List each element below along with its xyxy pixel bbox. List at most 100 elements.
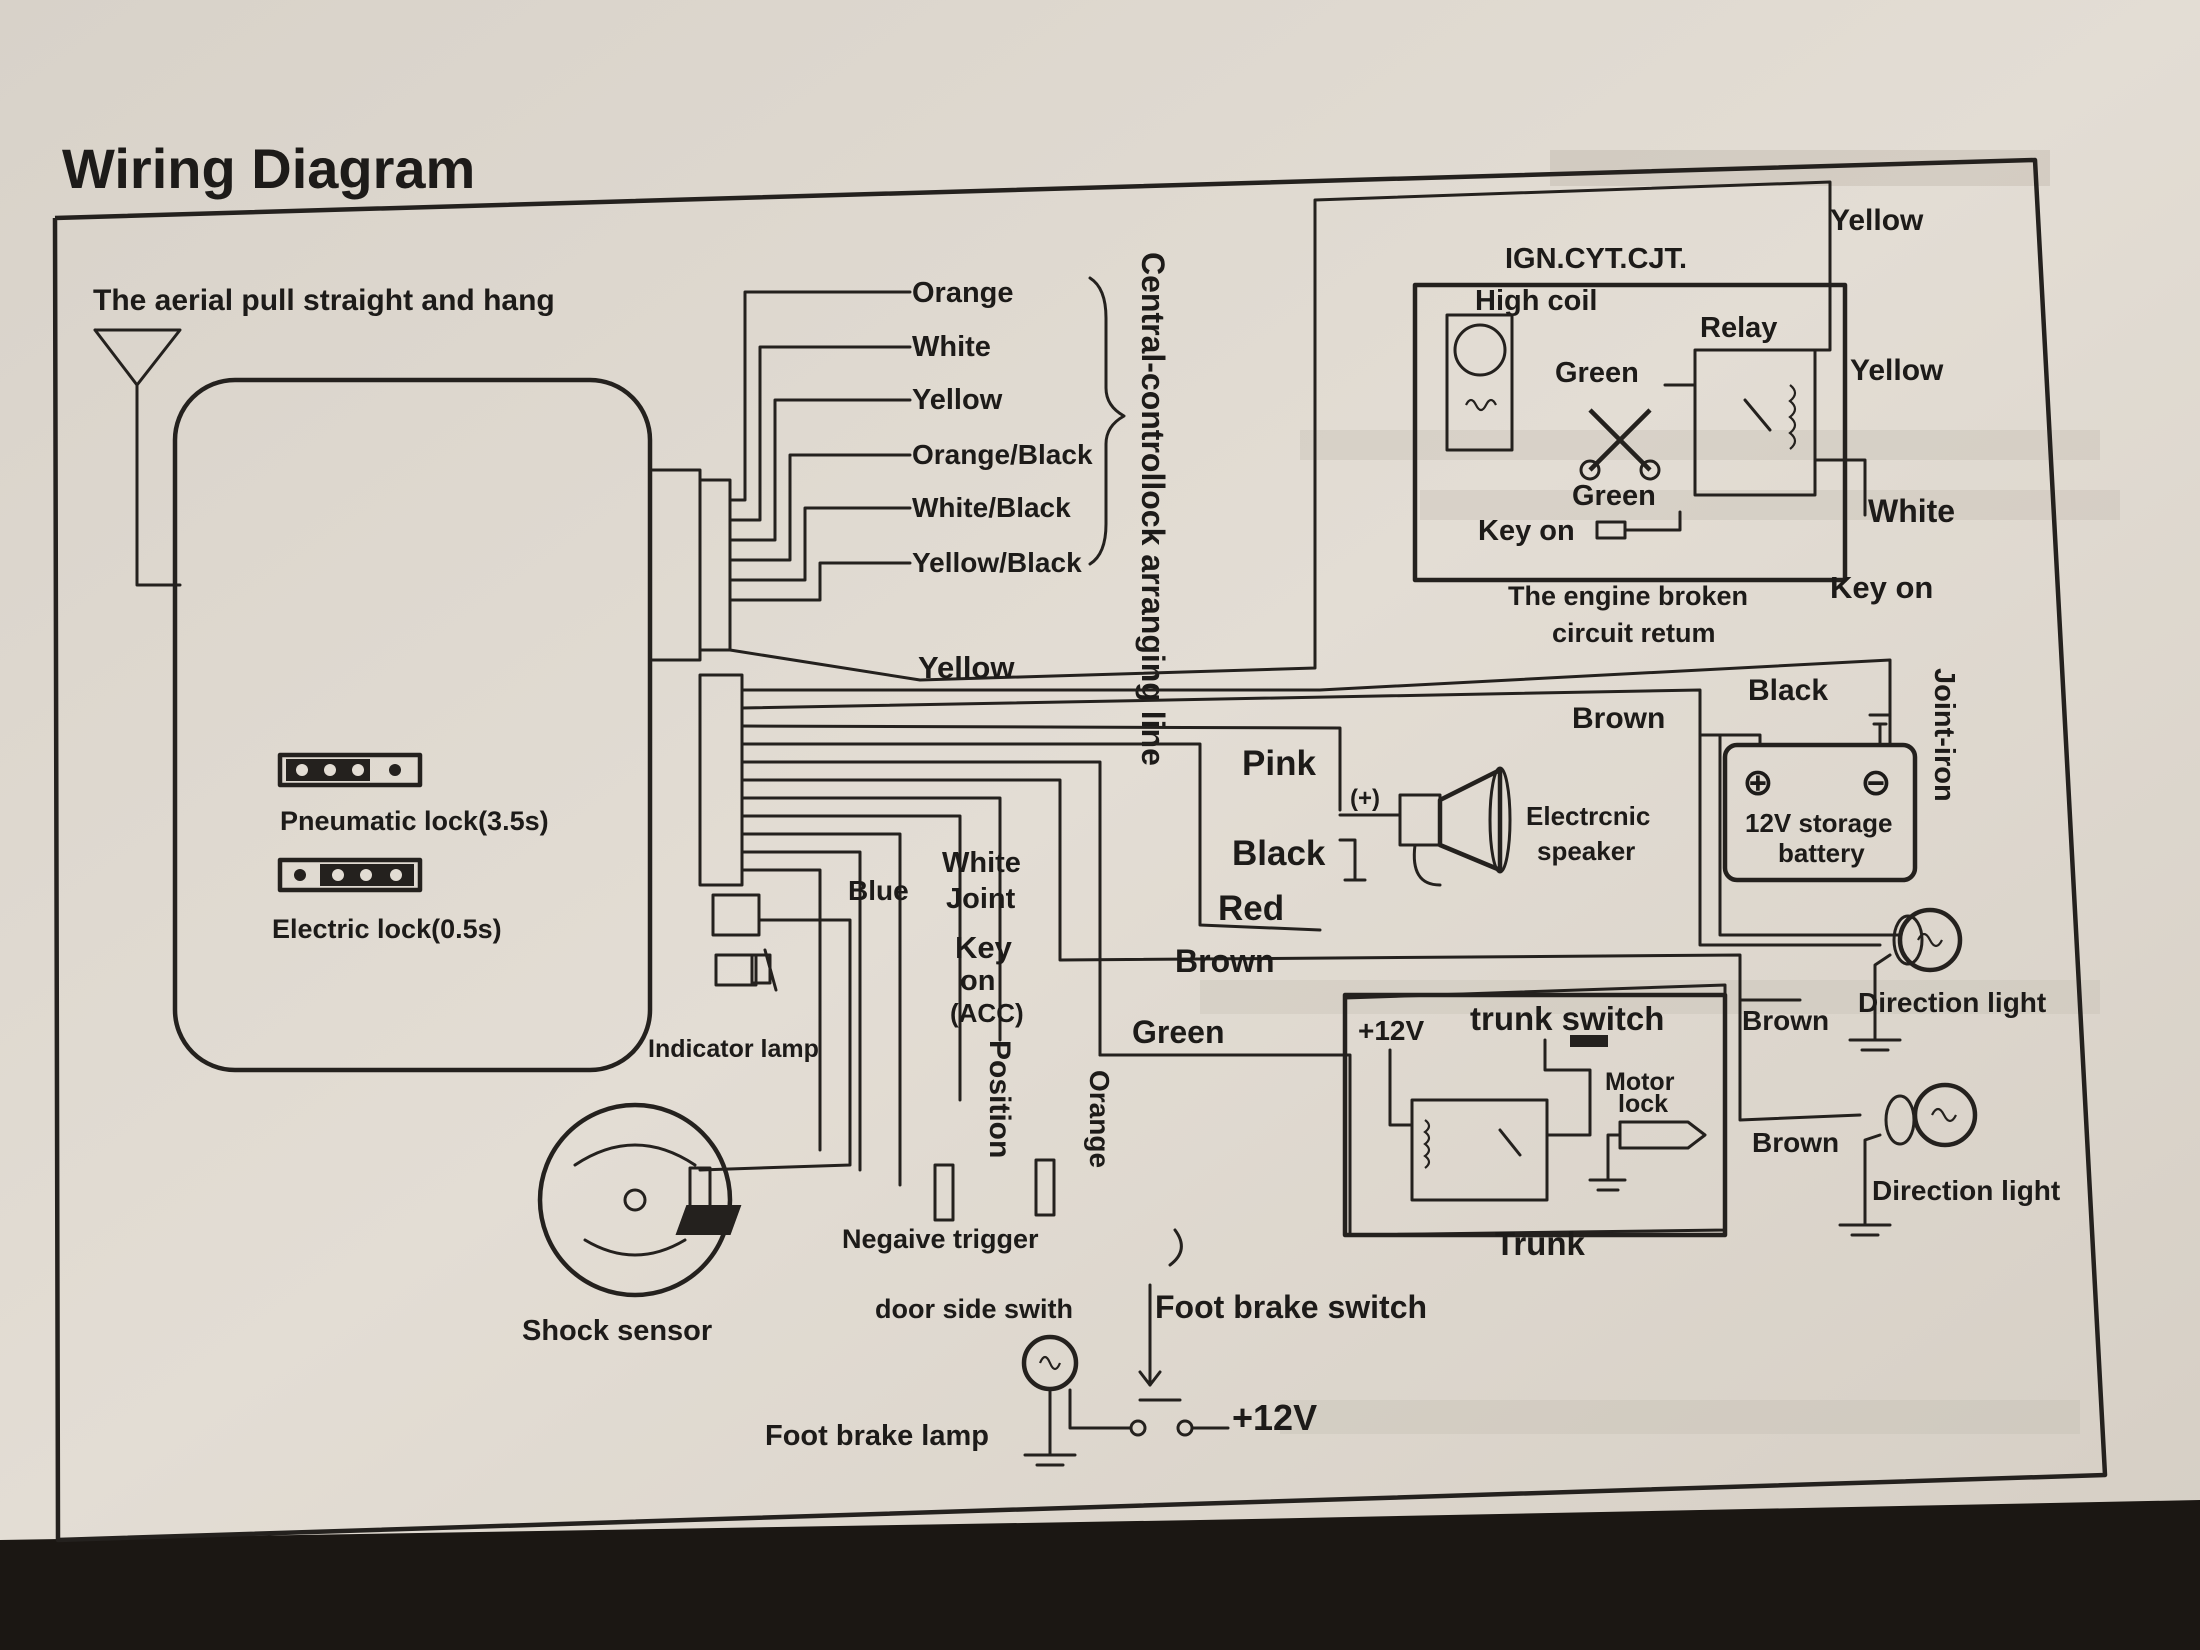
diagram-border	[52, 157, 2108, 1543]
direction-light-1-icon	[1848, 907, 1963, 1052]
speaker-horn-icon	[1398, 766, 1512, 887]
green-top-label: Green	[1555, 357, 1639, 389]
central-lock-group-label: Central-controllock arranging line	[1135, 252, 1171, 766]
foot-brake-switch-label: Foot brake switch	[1155, 1289, 1427, 1325]
plus12-label: +12V	[1232, 1397, 1317, 1438]
white-relay-wire	[1813, 458, 1867, 517]
speaker-label-1: Electrcnic	[1526, 801, 1650, 831]
acc-label: (ACC)	[950, 998, 1024, 1028]
red-label: Red	[1218, 889, 1284, 928]
foot-pedal-icon	[675, 1205, 1183, 1267]
central-lock-wires	[728, 276, 1126, 602]
motor-label-2: lock	[1618, 1090, 1668, 1118]
green-bottom-wire	[1623, 510, 1682, 532]
trunk-block	[1342, 992, 1728, 1238]
pneumatic-lock-label: Pneumatic lock(3.5s)	[280, 806, 549, 836]
electric-jumper-icon	[277, 857, 423, 893]
pink-label: Pink	[1242, 744, 1316, 783]
battery-black-label: Black	[1748, 674, 1828, 707]
door-side-label: door side swith	[875, 1294, 1073, 1324]
motor-label-1: Motor	[1605, 1068, 1675, 1096]
white-label: White	[1868, 493, 1955, 529]
relay-label: Relay	[1700, 312, 1777, 344]
connector-upper-pins	[698, 478, 732, 652]
speaker-black-label: Black	[1232, 834, 1326, 873]
position-label: Position	[983, 1040, 1016, 1158]
trunk-green-label: Green	[1132, 1014, 1224, 1050]
wire-white-label: White	[912, 331, 991, 363]
circuit-return-label: circuit retum	[1552, 618, 1716, 648]
green-bottom-label: Green	[1572, 480, 1656, 512]
foot-brake-lamp-label: Foot brake lamp	[765, 1420, 989, 1452]
lower-wire-bundle	[740, 658, 1892, 1187]
wire-orange-label: Orange	[912, 277, 1014, 309]
trigger-connector-icons	[933, 1158, 1056, 1222]
ignition-title: IGN.CYT.CJT.	[1505, 243, 1687, 275]
trunk-plus12-label: +12V	[1358, 1015, 1424, 1046]
pneumatic-jumper-icon	[277, 752, 423, 788]
battery-plus-icon: ⊕	[1742, 762, 1774, 804]
electric-lock-label: Electric lock(0.5s)	[272, 914, 502, 944]
speaker-ground-wire	[1338, 838, 1357, 882]
key-on-outer-label: Key on	[1830, 570, 1933, 605]
joint-iron-label: Joint-iron	[1928, 668, 1960, 802]
direction-light-1-label: Direction light	[1858, 987, 2046, 1018]
foot-brake-lamp-icon	[1021, 1334, 1132, 1467]
battery-minus-icon: ⊖	[1860, 762, 1892, 804]
shock-sensor-label: Shock sensor	[522, 1315, 712, 1347]
battery-brown-label: Brown	[1572, 702, 1665, 735]
wire-yellow-label: Yellow	[912, 384, 1003, 416]
bleed-through-texture	[1200, 150, 2120, 1434]
battery-negative-wire	[1878, 723, 1892, 747]
blue-label: Blue	[848, 875, 909, 906]
indicator-lamp-icon	[750, 948, 778, 992]
antenna-icon	[93, 328, 182, 587]
on-label: on	[960, 965, 995, 997]
yellow-relay-wire	[1813, 213, 1832, 352]
wire-orange-black-label: Orange/Black	[912, 439, 1093, 470]
indicator-connector	[711, 893, 761, 937]
key-label: Key	[955, 930, 1013, 965]
direction-1-wire	[1698, 733, 1882, 947]
page-title: Wiring Diagram	[62, 137, 475, 200]
scissors-cut-icon	[1579, 408, 1661, 481]
alarm-control-unit	[172, 377, 653, 1073]
yellow-main-label: Yellow	[918, 650, 1015, 685]
trunk-brown-label: Brown	[1175, 943, 1275, 979]
ignition-block	[1412, 282, 1848, 583]
yellow-ignition-wire	[728, 180, 1832, 682]
direction-3-wire	[1738, 998, 1862, 1122]
aerial-label: The aerial pull straight and hang	[93, 284, 555, 317]
yellow-top-label: Yellow	[1830, 204, 1924, 237]
key-on-contact-icon	[1595, 520, 1627, 540]
wire-yellow-black-label: Yellow/Black	[912, 547, 1082, 578]
relay-icon	[1693, 348, 1817, 497]
direction-light-2-icon	[1838, 1082, 1978, 1237]
speaker-label-2: speaker	[1537, 836, 1635, 866]
indicator-lamp-wire	[698, 918, 852, 1172]
trunk-label: Trunk	[1495, 1225, 1585, 1262]
battery-label-1: 12V storage	[1745, 808, 1892, 838]
key-on-inner-label: Key on	[1478, 515, 1575, 547]
engine-broken-label: The engine broken	[1508, 581, 1748, 611]
orange-label: Orange	[1084, 1070, 1115, 1168]
motor-lock-icon	[1588, 1120, 1707, 1192]
wire-white-black-label: White/Black	[912, 492, 1071, 523]
trunk-relay-icon	[1388, 1035, 1608, 1202]
high-coil-label: High coil	[1475, 285, 1597, 317]
trunk-switch-label: trunk switch	[1470, 1000, 1664, 1037]
direction-brown-1-label: Brown	[1742, 1005, 1829, 1036]
indicator-lamp-label: Indicator lamp	[648, 1035, 819, 1063]
white-joint-label: White	[942, 847, 1021, 879]
joint-label: Joint	[946, 883, 1016, 915]
indicator-plug	[714, 953, 758, 987]
high-coil-icon	[1445, 313, 1514, 452]
negative-trigger-label: Negaive trigger	[842, 1224, 1039, 1254]
speaker-plus-label: (+)	[1350, 785, 1380, 812]
direction-2-wire	[1718, 733, 1902, 937]
yellow-mid-label: Yellow	[1850, 354, 1944, 387]
direction-light-2-label: Direction light	[1872, 1175, 2060, 1206]
battery-label-2: battery	[1778, 838, 1865, 868]
direction-brown-2-label: Brown	[1752, 1127, 1839, 1158]
